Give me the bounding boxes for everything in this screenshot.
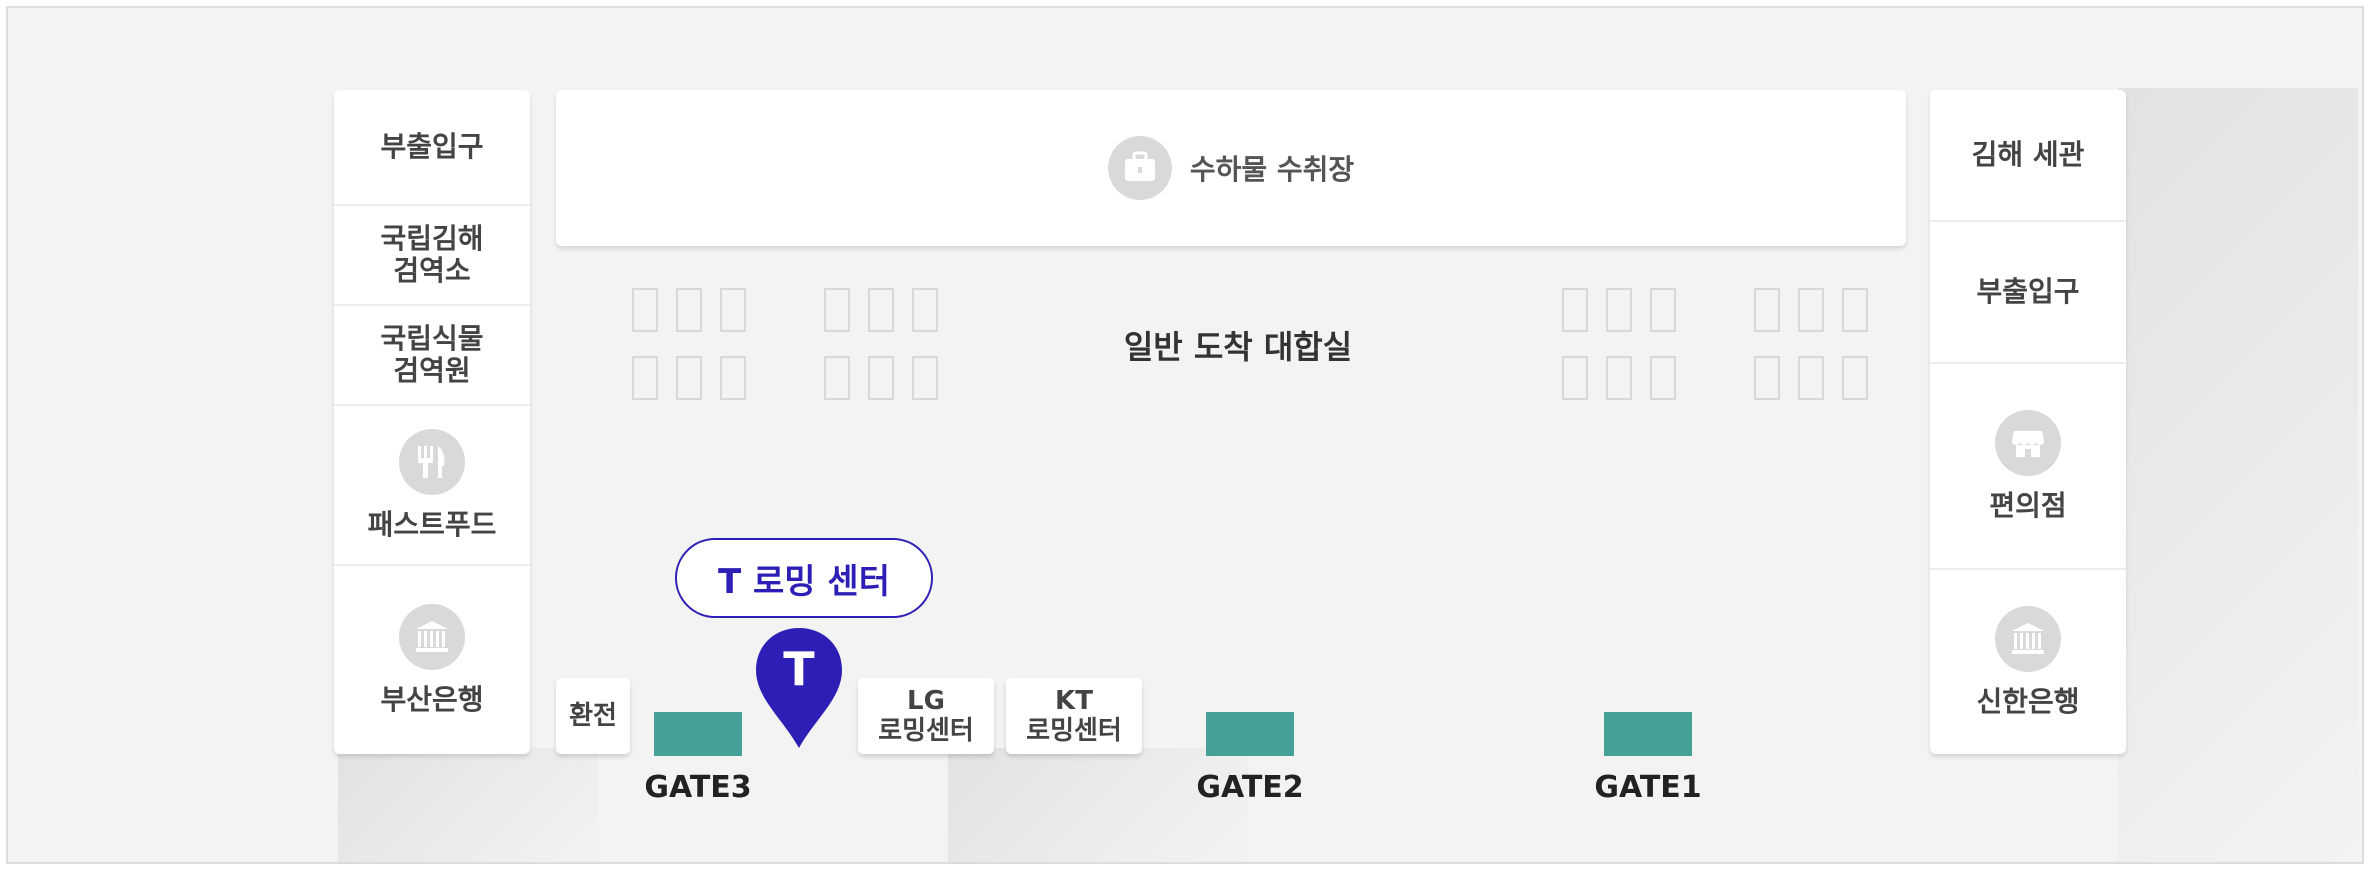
- busan-bank-label: 부산은행: [380, 683, 484, 716]
- baggage-claim[interactable]: 수하물 수취장: [556, 90, 1906, 246]
- quarantine-office-label: 국립김해 검역소: [380, 222, 484, 287]
- left-side-entrance-label: 부출입구: [380, 130, 484, 163]
- right-facility-column: 김해 세관 부출입구 편의점: [1930, 90, 2126, 754]
- t-roaming-pin-icon[interactable]: T: [752, 624, 846, 752]
- suitcase-icon: [1107, 136, 1172, 200]
- plant-quarantine[interactable]: 국립식물 검역원: [334, 306, 530, 406]
- fastfood[interactable]: 패스트푸드: [334, 406, 530, 566]
- fork-knife-icon: [399, 429, 465, 495]
- busan-bank[interactable]: 부산은행: [334, 566, 530, 754]
- gate1-label: GATE1: [1594, 770, 1702, 805]
- arrival-hall-label: 일반 도착 대합실: [1123, 328, 1353, 366]
- gate2-bar: [1206, 712, 1294, 756]
- currency-exchange-label: 환전: [569, 701, 617, 731]
- shinhan-bank-label: 신한은행: [1976, 685, 2080, 718]
- lg-roaming-center[interactable]: LG 로밍센터: [858, 678, 994, 754]
- kt-roaming-center[interactable]: KT 로밍센터: [1006, 678, 1142, 754]
- right-side-entrance-label: 부출입구: [1976, 275, 2080, 308]
- kt-roaming-center-label: KT 로밍센터: [1026, 686, 1122, 746]
- store-icon: [1995, 410, 2061, 476]
- t-roaming-center-bubble[interactable]: T 로밍 센터: [675, 538, 933, 618]
- seat-block-4: [1754, 288, 1868, 400]
- bank-icon: [1995, 606, 2061, 672]
- t-roaming-center-label: T 로밍 센터: [718, 561, 890, 602]
- gimhae-customs-label: 김해 세관: [1971, 138, 2085, 171]
- lg-roaming-center-label: LG 로밍센터: [878, 686, 974, 746]
- quarantine-office[interactable]: 국립김해 검역소: [334, 206, 530, 306]
- fastfood-label: 패스트푸드: [367, 508, 497, 541]
- left-facility-column: 부출입구 국립김해 검역소 국립식물 검역원 패스트푸드: [334, 90, 530, 754]
- gimhae-customs[interactable]: 김해 세관: [1930, 90, 2126, 222]
- seat-block-1: [632, 288, 746, 400]
- shadow-left-column: [338, 748, 598, 862]
- shinhan-bank[interactable]: 신한은행: [1930, 570, 2126, 754]
- shadow-right-column: [2118, 88, 2358, 862]
- currency-exchange[interactable]: 환전: [556, 678, 630, 754]
- plant-quarantine-label: 국립식물 검역원: [380, 322, 484, 387]
- gate3-bar: [654, 712, 742, 756]
- t-roaming-pin-letter: T: [783, 642, 815, 696]
- right-side-entrance[interactable]: 부출입구: [1930, 222, 2126, 364]
- left-side-entrance[interactable]: 부출입구: [334, 90, 530, 206]
- seat-block-2: [824, 288, 938, 400]
- gate2-label: GATE2: [1196, 770, 1304, 805]
- convenience-store[interactable]: 편의점: [1930, 364, 2126, 570]
- shadow-roaming: [948, 748, 1248, 862]
- baggage-claim-label: 수하물 수취장: [1189, 153, 1355, 186]
- seat-block-3: [1562, 288, 1676, 400]
- map-frame: 부출입구 국립김해 검역소 국립식물 검역원 패스트푸드: [6, 6, 2364, 864]
- gate3-label: GATE3: [644, 770, 752, 805]
- gate1-bar: [1604, 712, 1692, 756]
- convenience-store-label: 편의점: [1989, 489, 2067, 522]
- bank-icon: [399, 604, 465, 670]
